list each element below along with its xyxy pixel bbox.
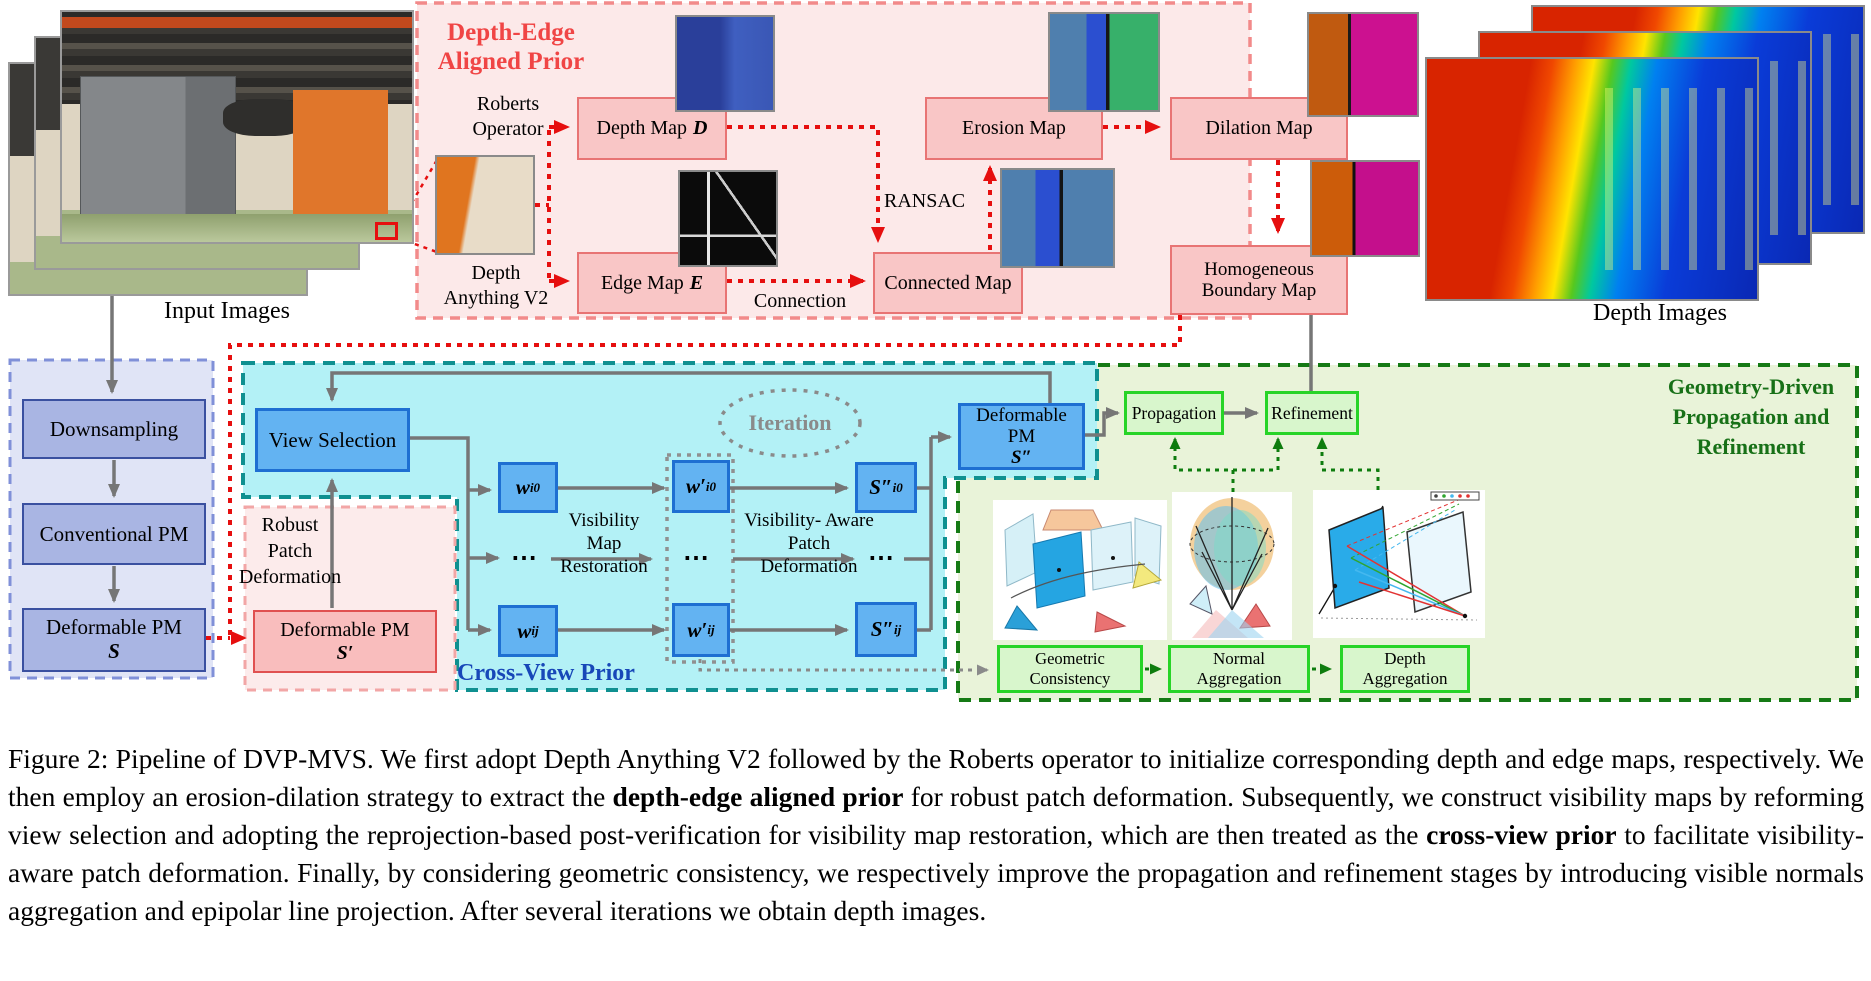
cross-view-to-geometry-connector bbox=[698, 659, 989, 676]
cross-view-prior-title: Cross-View Prior bbox=[457, 660, 635, 686]
robust-patch-deformation-label: Robust Patch Deformation bbox=[238, 514, 342, 588]
green-geometry-connectors bbox=[1145, 437, 1380, 675]
depth-image-stack bbox=[1425, 5, 1865, 302]
red-prior-connectors bbox=[206, 120, 1285, 645]
iteration-loop bbox=[718, 388, 862, 458]
normal-sphere-figure bbox=[1172, 492, 1292, 640]
photo-gray-cabinet bbox=[79, 76, 236, 217]
connection-label: Connection bbox=[753, 290, 847, 312]
ellipsis-middle: ⋯ bbox=[683, 543, 711, 572]
input-images-label: Input Images bbox=[164, 298, 290, 324]
erosion-map-image bbox=[1048, 12, 1160, 112]
cross-view-prior-column bbox=[665, 453, 735, 664]
photo-orange-beam bbox=[62, 16, 412, 29]
deformable-pm-s-box: Deformable PM S bbox=[22, 608, 206, 672]
connected-map-image bbox=[1000, 168, 1115, 268]
downsampling-box: Downsampling bbox=[22, 399, 206, 459]
conventional-pm-box: Conventional PM bbox=[22, 503, 206, 565]
w-prime-i0-box: w′i0 bbox=[672, 460, 730, 513]
visibility-map-restoration-label: Visibility Map Restoration bbox=[560, 510, 648, 577]
propagation-box: Propagation bbox=[1124, 391, 1224, 435]
input-image-stack bbox=[8, 10, 414, 296]
geometric-consistency-box: Geometric Consistency bbox=[997, 645, 1143, 693]
ransac-label: RANSAC bbox=[884, 190, 966, 212]
iteration-label: Iteration bbox=[748, 410, 832, 435]
connected-map-box: Connected Map bbox=[873, 252, 1023, 314]
gray-flow-arrows bbox=[106, 285, 1317, 636]
wall-patch-image bbox=[435, 155, 535, 255]
deformable-pm-s-dprime-box: Deformable PM S″ bbox=[958, 403, 1085, 470]
zoom-region-marker bbox=[375, 222, 398, 240]
input-photo-front bbox=[60, 10, 414, 244]
depth-anything-label: Depth Anything V2 bbox=[443, 262, 549, 309]
deformable-pm-s-prime-box: Deformable PM S′ bbox=[253, 610, 437, 673]
depth-images-label: Depth Images bbox=[1593, 300, 1727, 326]
roberts-operator-label: Roberts Operator bbox=[472, 93, 544, 140]
depth-edge-prior-title: Depth-Edge Aligned Prior bbox=[437, 19, 585, 75]
view-selection-box: View Selection bbox=[255, 408, 410, 472]
depth-aggregation-box: Depth Aggregation bbox=[1340, 645, 1470, 693]
w-prime-ij-box: w′ij bbox=[672, 603, 730, 657]
multi-view-planes-figure bbox=[993, 500, 1167, 640]
epipolar-projection-figure bbox=[1313, 490, 1485, 638]
figure-caption: Figure 2: Pipeline of DVP-MVS. We first … bbox=[8, 743, 1865, 926]
depth-map-image bbox=[675, 15, 775, 112]
photo-orange-panel bbox=[293, 90, 388, 219]
homogeneous-boundary-image bbox=[1310, 160, 1420, 257]
edge-map-image bbox=[678, 170, 778, 267]
geometry-driven-title: Geometry-Driven Propagation and Refineme… bbox=[1667, 374, 1835, 459]
s-i0-box: S″i0 bbox=[855, 462, 917, 513]
photo-floor bbox=[62, 214, 412, 242]
refinement-box: Refinement bbox=[1265, 391, 1359, 435]
dilation-map-image bbox=[1307, 12, 1419, 117]
homogeneous-boundary-map-box: Homogeneous Boundary Map bbox=[1170, 245, 1348, 315]
s-ij-box: S″ij bbox=[855, 602, 917, 657]
ellipsis-left: ⋯ bbox=[511, 543, 539, 572]
visibility-aware-patch-deformation-label: Visibility- Aware Patch Deformation bbox=[744, 510, 874, 577]
normal-aggregation-box: Normal Aggregation bbox=[1168, 645, 1310, 693]
ellipsis-right: ⋯ bbox=[868, 543, 896, 572]
depth-image-front bbox=[1425, 57, 1759, 301]
